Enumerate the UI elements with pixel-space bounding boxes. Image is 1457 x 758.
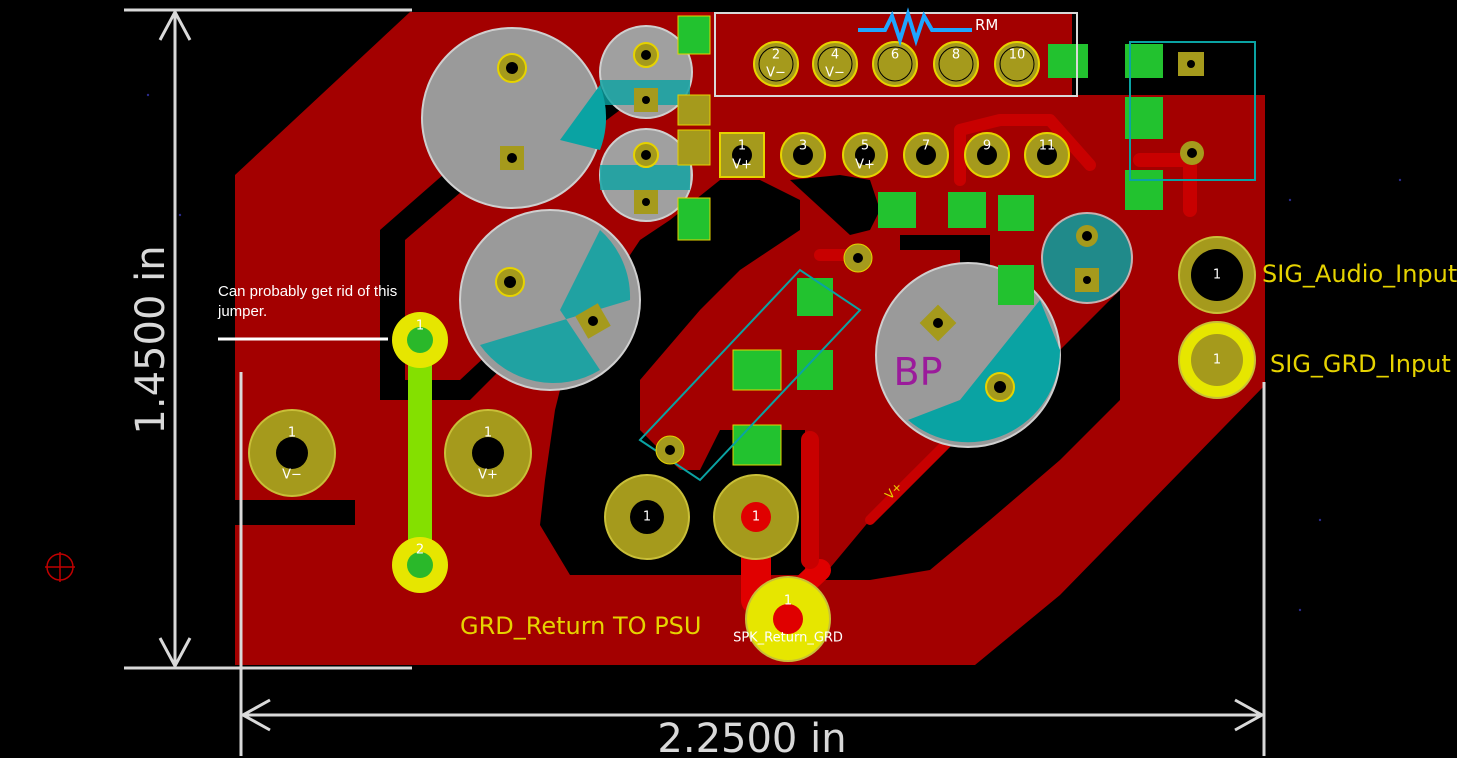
- output-pad-num: 1: [752, 510, 760, 525]
- small-capacitors: [599, 25, 1133, 304]
- header-pin-num: 4: [831, 48, 839, 63]
- header-pin-num: 5: [861, 139, 869, 154]
- output-pad: 1: [745, 576, 831, 662]
- header-pin-num: 1: [738, 139, 746, 154]
- header-pin-net: V+: [855, 158, 875, 173]
- header-pin-num: 10: [1009, 48, 1026, 63]
- header-pin: 6: [872, 41, 918, 87]
- rm-label: RM: [975, 16, 998, 34]
- bp-label: BP: [894, 350, 943, 394]
- header-pin: 2V−: [753, 41, 799, 87]
- header-pin-num: 3: [799, 139, 807, 154]
- header-pin: 7: [903, 132, 949, 178]
- header-pin-net: V−: [766, 66, 786, 81]
- header-pin: 8: [933, 41, 979, 87]
- smd-pads: [677, 15, 1204, 466]
- power-pad-net: V+: [478, 468, 498, 483]
- output-pad-num: 1: [643, 510, 651, 525]
- header-pin: 9: [964, 132, 1010, 178]
- input-pad-num: 1: [1213, 353, 1221, 368]
- input-pad: 1: [1178, 236, 1256, 314]
- power-pad: 1V−: [248, 409, 336, 497]
- height-dimension-label: 1.4500 in: [128, 245, 174, 434]
- spk-return-label: SPK_Return_GRD: [733, 631, 843, 646]
- jumper-note: Can probably get rid of this jumper.: [218, 283, 398, 320]
- power-pad-num: 1: [484, 426, 492, 441]
- header-pin: 10: [994, 41, 1040, 87]
- header-pin-num: 7: [922, 139, 930, 154]
- power-pad-num: 1: [288, 426, 296, 441]
- output-pad: 1: [604, 474, 690, 560]
- header-pin: 1V+: [719, 132, 765, 178]
- origin-marker-icon: [45, 552, 75, 582]
- header-pin-num: 6: [891, 48, 899, 63]
- diode-pads: [655, 243, 873, 465]
- header-pin: 3: [780, 132, 826, 178]
- input-pad: 1: [1178, 321, 1256, 399]
- power-pad: 1V+: [444, 409, 532, 497]
- header-pin: 11: [1024, 132, 1070, 178]
- header-pin-net: V−: [825, 66, 845, 81]
- trimmer-resistor-icon: [858, 7, 972, 47]
- sig-grd-input-label: SIG_GRD_Input: [1270, 350, 1451, 378]
- output-pad: 1: [713, 474, 799, 560]
- width-dimension: [239, 372, 1266, 756]
- output-pad-num: 1: [784, 594, 792, 609]
- input-pad-num: 1: [1213, 268, 1221, 283]
- power-pad-net: V−: [282, 468, 302, 483]
- header-pin: 4V−: [812, 41, 858, 87]
- smd-outlines: [638, 41, 1256, 482]
- jumper-pad-2-num: 2: [416, 543, 424, 558]
- grd-return-label: GRD_Return TO PSU: [460, 612, 701, 640]
- capacitor-c1: [421, 27, 607, 209]
- header-pin-num: 2: [772, 48, 780, 63]
- header-pin-num: 9: [983, 139, 991, 154]
- width-dimension-label: 2.2500 in: [657, 716, 846, 758]
- capacitor-bp: BP: [875, 262, 1061, 448]
- height-dimension: [124, 8, 412, 670]
- header-pin-num: 11: [1039, 139, 1056, 154]
- jumper-pad-1-num: 1: [416, 319, 424, 334]
- header-pin-num: 8: [952, 48, 960, 63]
- jumper-wire: 1 2: [392, 312, 448, 593]
- header-pin: 5V+: [842, 132, 888, 178]
- sig-audio-input-label: SIG_Audio_Input: [1262, 260, 1457, 288]
- capacitor-c2: [459, 209, 641, 391]
- header-pin-net: V+: [732, 158, 752, 173]
